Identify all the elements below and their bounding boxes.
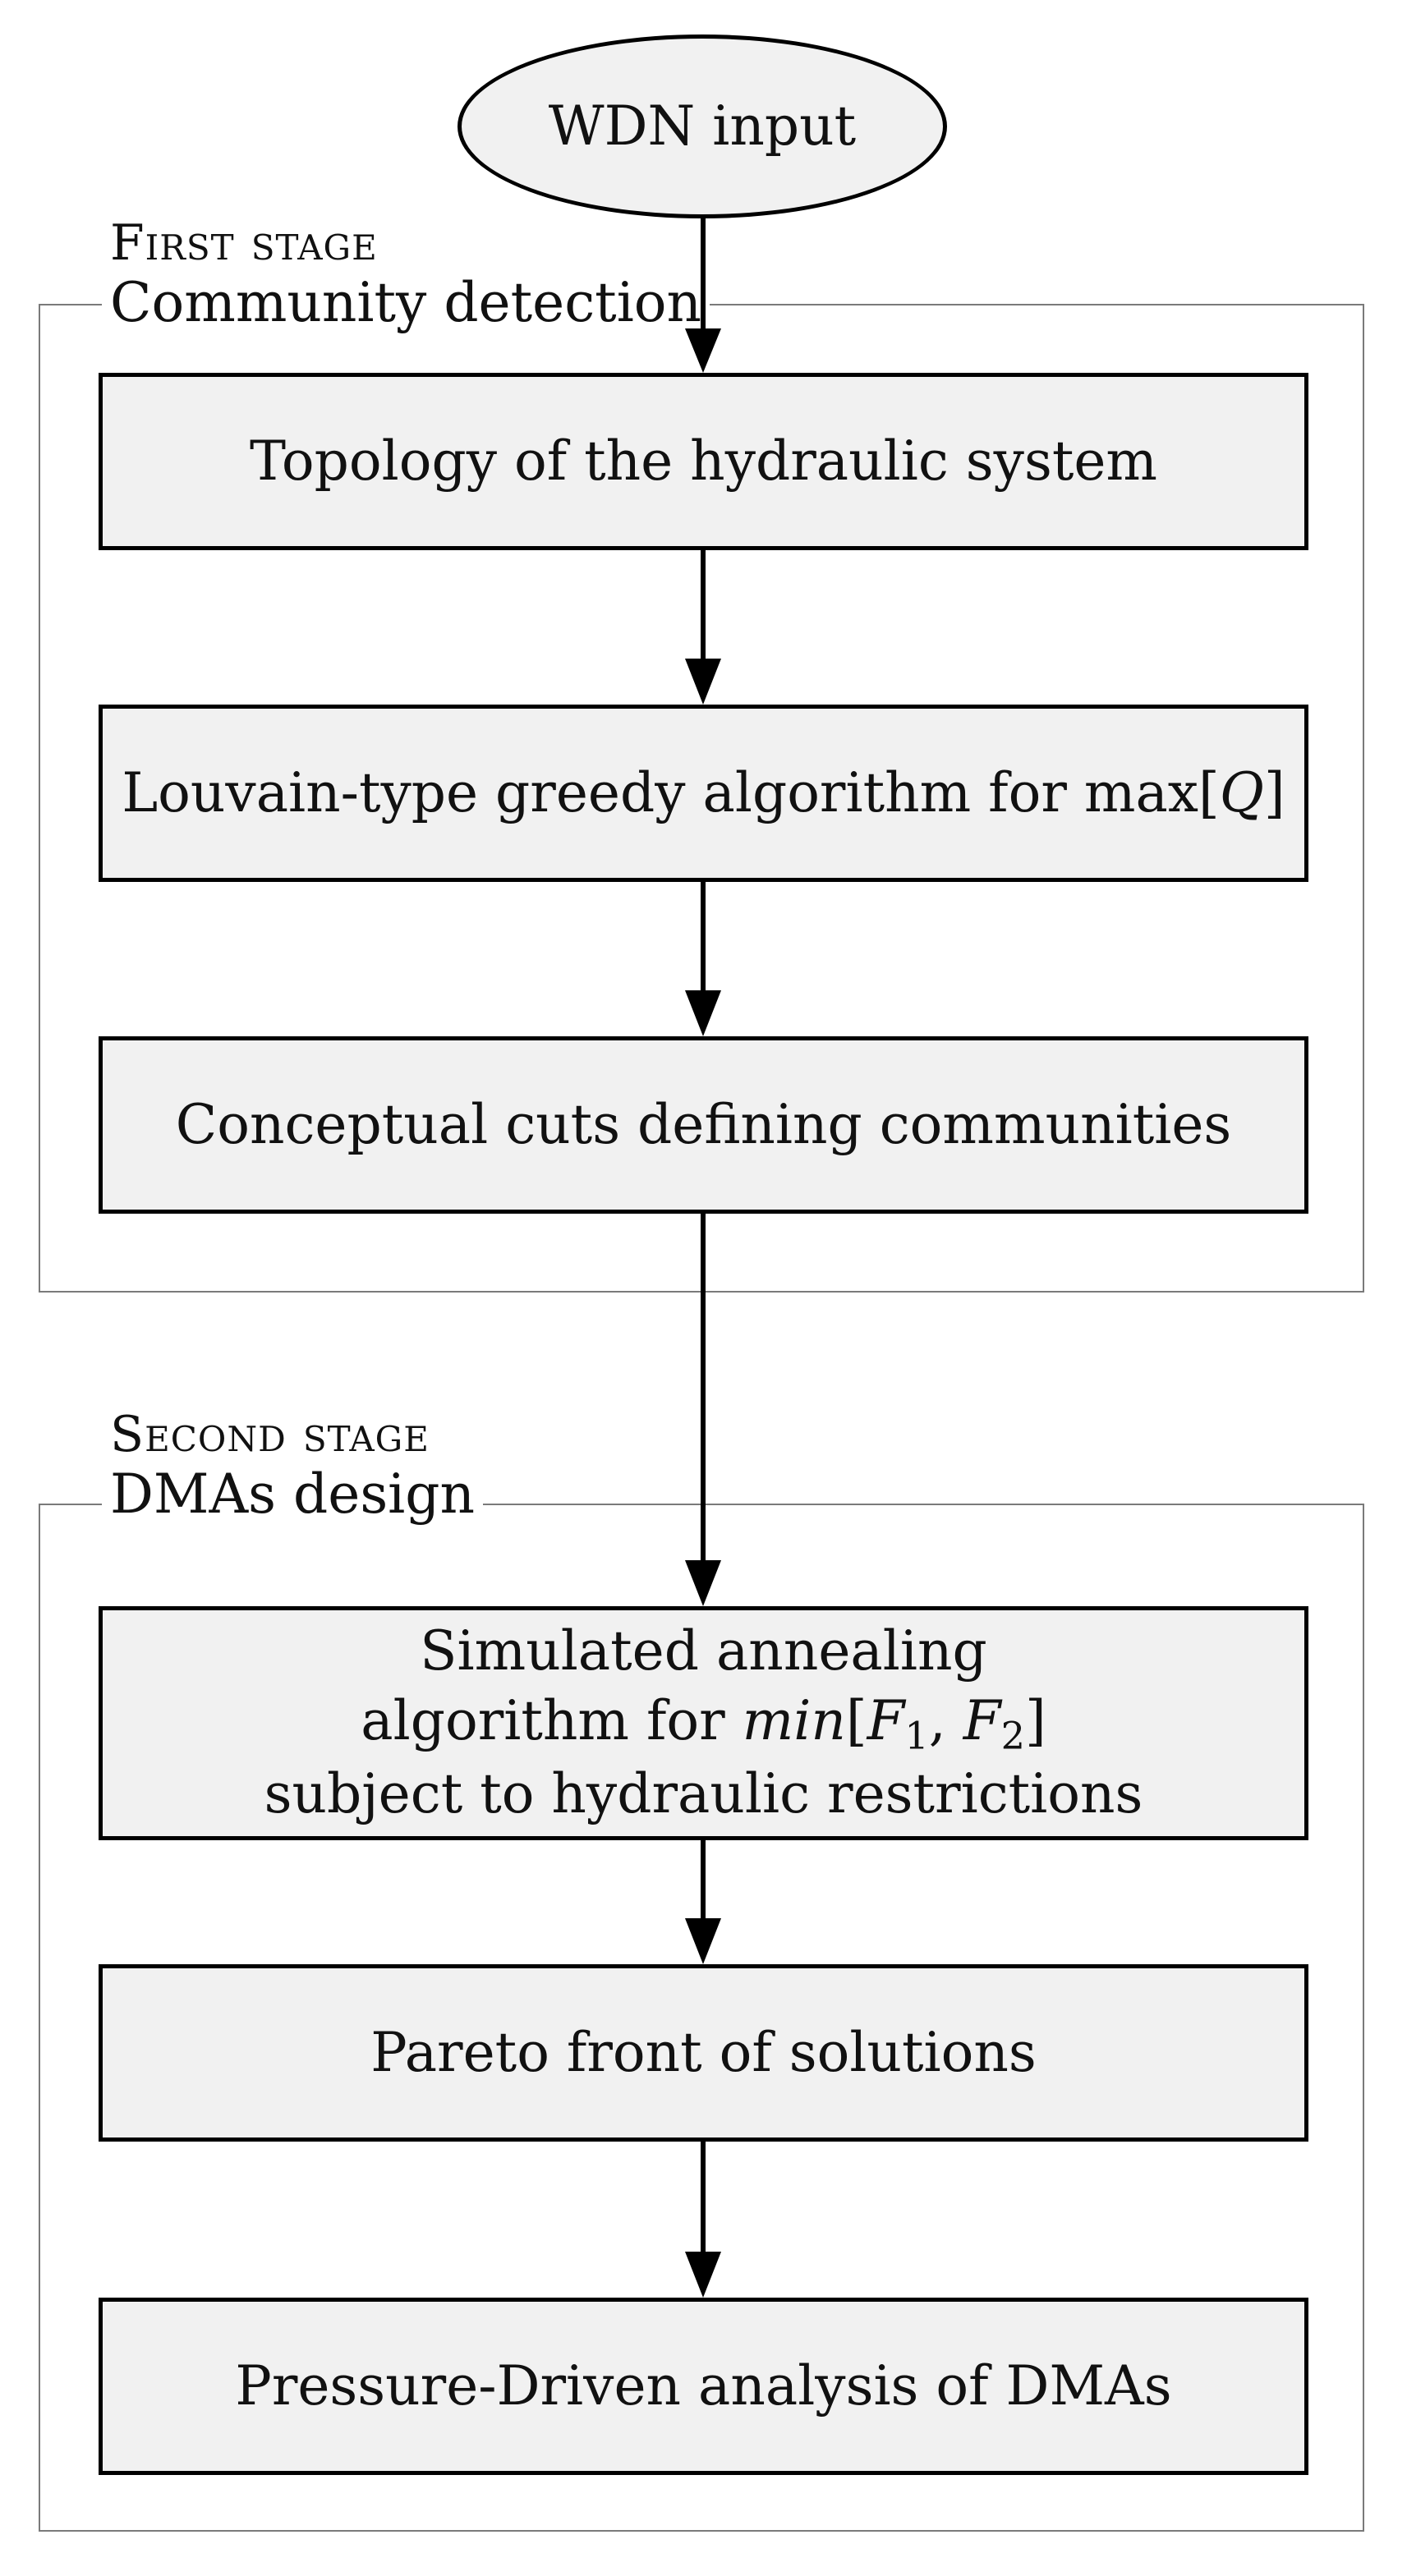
second-stage-title: DMAs design [110,1462,476,1526]
first-stage-title: Community detection [110,271,702,334]
step-louvain: Louvain-type greedy algorithm for max[Q] [99,705,1308,882]
first-stage-label: First stage Community detection [102,215,710,334]
step-pressure-label: Pressure-Driven analysis of DMAs [235,2353,1172,2418]
step-pressure-driven: Pressure-Driven analysis of DMAs [99,2298,1308,2475]
step-pareto-label: Pareto front of solutions [370,2020,1037,2084]
step-pareto-front: Pareto front of solutions [99,1964,1308,2142]
annealing-line-3: subject to hydraulic restrictions [264,1762,1143,1826]
step-simulated-annealing: Simulated annealing algorithm for min[F1… [99,1606,1308,1840]
step-conceptual-cuts-label: Conceptual cuts defining communities [175,1092,1232,1156]
start-node-wdn-input: WDN input [458,34,947,218]
second-stage-label: Second stage DMAs design [102,1406,484,1526]
step-conceptual-cuts: Conceptual cuts defining communities [99,1036,1308,1214]
arrowhead-cuts [685,990,721,1036]
second-stage-name: Second stage [110,1406,430,1463]
arrowhead-pressure [685,2252,721,2298]
arrowhead-pareto [685,1918,721,1964]
arrowhead-louvain [685,659,721,705]
step-topology-label: Topology of the hydraulic system [250,429,1157,493]
first-stage-name: First stage [110,214,378,272]
arrowhead-annealing [685,1560,721,1606]
annealing-line-2: algorithm for min[F1, F2] [361,1688,1046,1758]
annealing-line-1: Simulated annealing [420,1619,987,1683]
step-annealing-text: Simulated annealing algorithm for min[F1… [264,1617,1143,1830]
start-node-label: WDN input [548,94,857,158]
arrowhead-topology [685,328,721,373]
step-topology: Topology of the hydraulic system [99,373,1308,550]
step-louvain-label: Louvain-type greedy algorithm for max[Q] [122,760,1285,824]
